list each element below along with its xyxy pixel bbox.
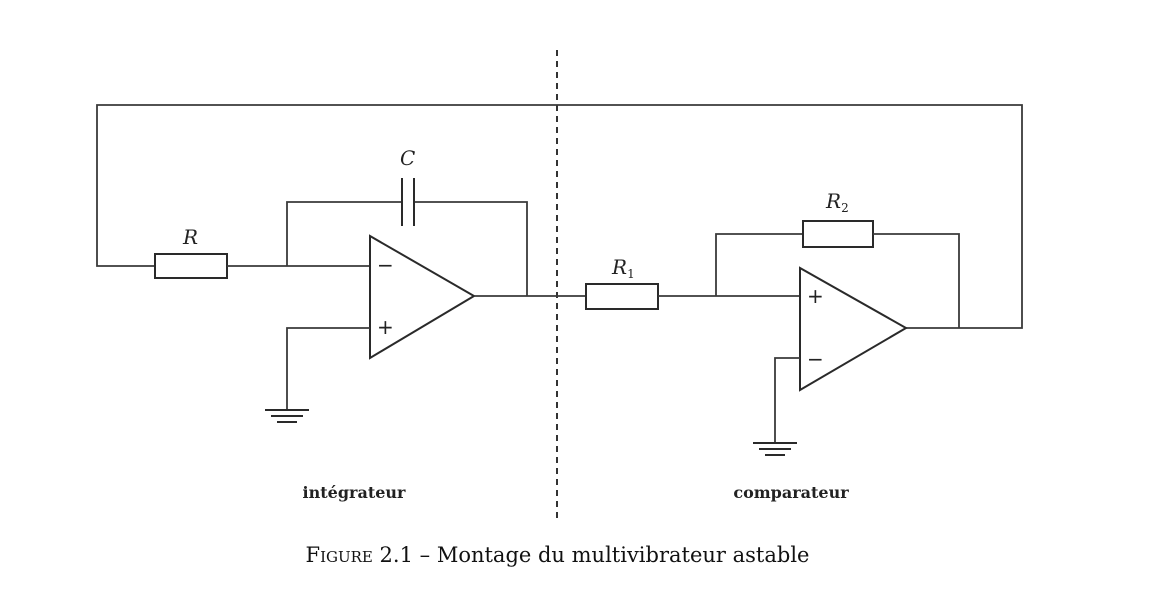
resistor-r2-label: R2 [825, 189, 849, 215]
caption-dash: – [412, 543, 437, 567]
feedback-loop-wire [96, 104, 1023, 329]
caption-text: Montage du multivibrateur astable [436, 543, 810, 567]
opamp-integrator [369, 234, 476, 360]
opamp-comparator [799, 266, 909, 392]
resistor-r1-label: R1 [611, 255, 635, 281]
wire-integrator-plus-ground [286, 327, 370, 410]
resistor-r1-subscript: 1 [627, 267, 635, 281]
figure-number: Figure 2.1 [305, 543, 413, 567]
resistor-r [154, 253, 228, 279]
wire-r2-left [715, 233, 803, 296]
comparator-plus-sign: + [807, 284, 824, 308]
integrator-plus-sign: + [377, 315, 394, 339]
wire-capacitor-right [414, 201, 528, 296]
section-label-comparator: comparateur [733, 483, 849, 502]
integrator-minus-sign: − [377, 253, 394, 277]
ground-symbol-comparator [753, 442, 797, 456]
resistor-r2 [802, 220, 874, 248]
wire-r2-right [873, 233, 960, 328]
wire-capacitor-left [286, 201, 402, 266]
comparator-minus-sign: − [807, 347, 824, 371]
section-label-integrator: intégrateur [303, 483, 406, 502]
capacitor-label: C [400, 146, 415, 170]
wire-comparator-minus-ground [774, 357, 800, 443]
resistor-r1 [585, 283, 659, 310]
ground-symbol-integrator [265, 409, 309, 423]
resistor-r2-subscript: 2 [841, 201, 849, 215]
resistor-r-label: R [182, 225, 198, 249]
figure-caption: Figure 2.1 – Montage du multivibrateur a… [0, 543, 1115, 567]
